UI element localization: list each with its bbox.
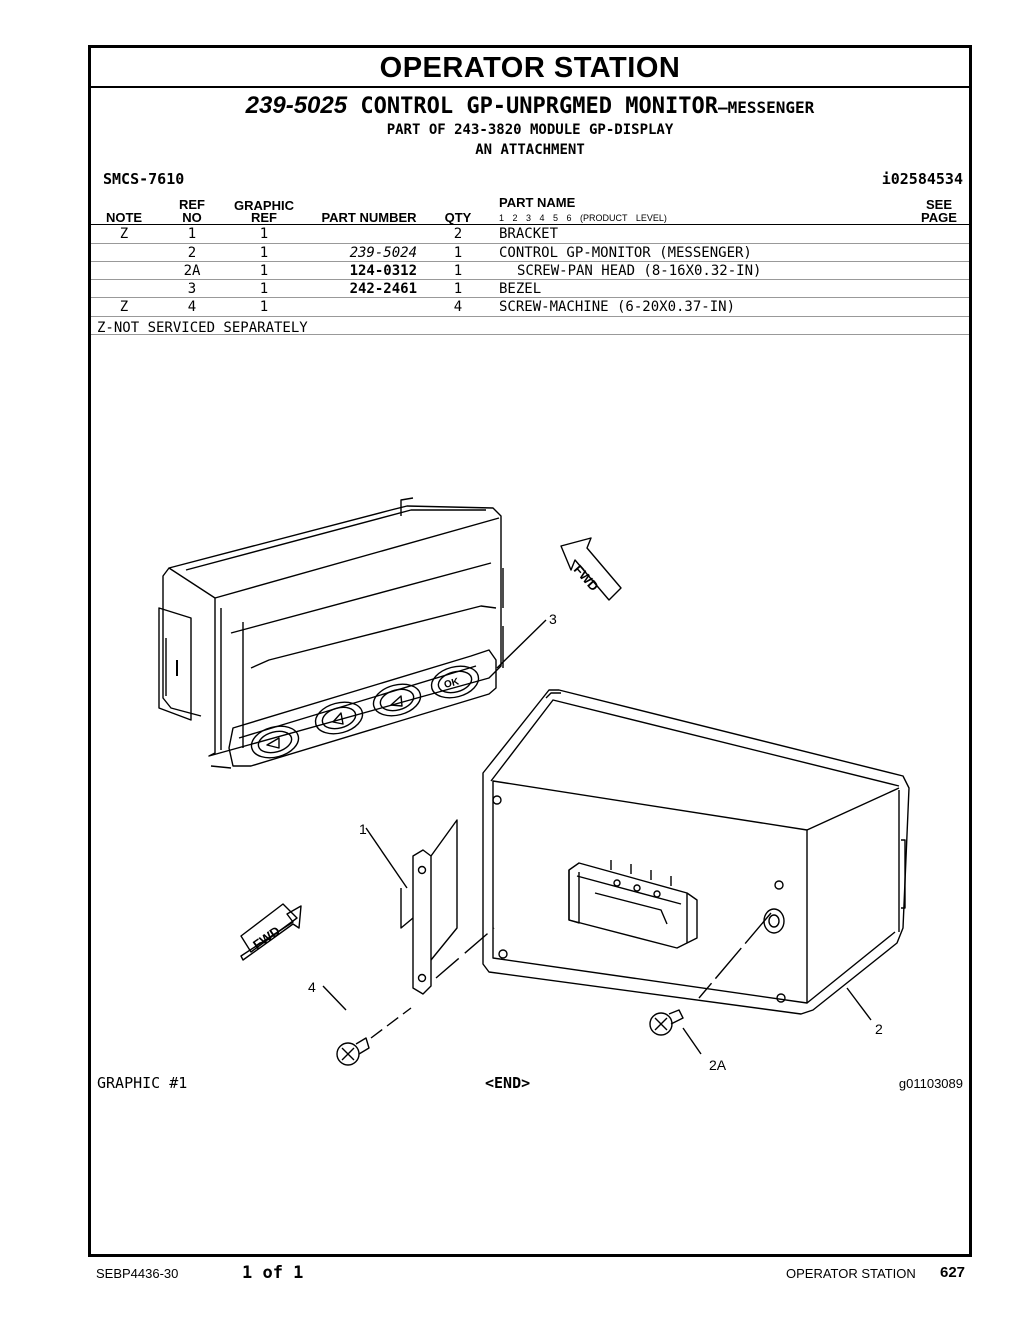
row-part-name: SCREW-PAN HEAD (8-16X0.32-IN): [517, 263, 762, 279]
callout-4: 4: [308, 979, 316, 995]
table-row: 3 1 242-2461 1 BEZEL: [91, 279, 969, 298]
callout-2a: 2A: [709, 1057, 727, 1073]
header-part-number: PART NUMBER: [321, 210, 417, 225]
footer-page-number: 627: [940, 1264, 966, 1281]
part-of-line: PART OF 243-3820 MODULE GP-DISPLAY: [386, 122, 674, 138]
header-see-bottom: PAGE: [921, 210, 957, 225]
group-suffix: —MESSENGER: [717, 98, 815, 117]
fwd-label-top: FWD: [571, 562, 602, 594]
exploded-view-illustration: 3 1 4 2 2A FWD FWD OK: [158, 497, 910, 1073]
header-part-name: PART NAME: [499, 195, 576, 210]
fwd-arrow-left: [240, 903, 302, 961]
row-ref: 3: [187, 281, 197, 297]
callout-2: 2: [875, 1021, 883, 1037]
header-graphic-bottom: REF: [251, 210, 277, 225]
header-see-top: SEE: [925, 197, 952, 212]
page-frame: OPERATOR STATION 239-5025 CONTROL GP-UNP…: [88, 45, 972, 1257]
row-qty: 1: [453, 263, 463, 279]
footer-section: OPERATOR STATION: [786, 1266, 916, 1281]
row-part-name: SCREW-MACHINE (6-20X0.37-IN): [499, 299, 736, 315]
row-part-number[interactable]: 242-2461: [349, 281, 417, 297]
row-graphic: 1: [259, 281, 269, 297]
screw-4: [336, 1037, 370, 1066]
bracket-drawing: [400, 819, 458, 995]
header-qty: QTY: [444, 210, 472, 225]
info-id: i02584534: [881, 170, 963, 188]
header-graphic-top: GRAPHIC: [234, 198, 294, 213]
row-graphic: 1: [259, 263, 269, 279]
row-part-name: BRACKET: [499, 226, 559, 242]
header-note: NOTE: [105, 210, 143, 225]
graphic-label: GRAPHIC #1: [97, 1074, 188, 1092]
footer-doc-number: SEBP4436-30: [96, 1266, 179, 1281]
table-row: 2 1 239-5024 1 CONTROL GP-MONITOR (MESSE…: [91, 243, 969, 262]
row-qty: 4: [453, 299, 463, 315]
callout-1: 1: [359, 821, 367, 837]
footnote: Z-NOT SERVICED SEPARATELY: [97, 320, 308, 336]
table-row: 2A 1 124-0312 1 SCREW-PAN HEAD (8-16X0.3…: [91, 261, 969, 280]
group-title: 239-5025 CONTROL GP-UNPRGMED MONITOR—MES…: [91, 92, 969, 122]
row-ref: 4: [187, 299, 197, 315]
fwd-label-left: FWD: [250, 923, 283, 952]
row-part-name: BEZEL: [499, 281, 542, 297]
ok-button-label: OK: [443, 676, 461, 691]
bezel-drawing: [158, 497, 504, 769]
screw-2a: [649, 1009, 684, 1036]
row-qty: 2: [453, 226, 463, 242]
row-part-name: CONTROL GP-MONITOR (MESSENGER): [499, 245, 752, 261]
row-graphic: 1: [259, 226, 269, 242]
fwd-arrow-top: [560, 537, 622, 601]
row-ref: 1: [187, 226, 197, 242]
product-levels: 1 2 3 4 5 6 (PRODUCT LEVEL): [499, 213, 667, 223]
callout-3: 3: [549, 611, 557, 627]
section-title: OPERATOR STATION: [91, 48, 969, 88]
row-note: Z: [119, 226, 129, 242]
row-graphic: 1: [259, 299, 269, 315]
smcs-code: SMCS-7610: [103, 170, 185, 188]
row-ref: 2A: [183, 263, 201, 279]
row-part-number[interactable]: 124-0312: [349, 263, 417, 279]
row-part-number[interactable]: 239-5024: [349, 245, 417, 261]
table-divider: [91, 334, 969, 336]
header-ref-bottom: NO: [182, 210, 202, 225]
graphic-number: g01103089: [898, 1076, 963, 1091]
group-part-number[interactable]: 239-5025: [245, 92, 348, 119]
group-name: CONTROL GP-UNPRGMED MONITOR: [360, 94, 718, 119]
table-row: Z 1 1 2 BRACKET: [91, 224, 969, 243]
row-ref: 2: [187, 245, 197, 261]
row-graphic: 1: [259, 245, 269, 261]
footer-page-of: 1 of 1: [242, 1263, 304, 1283]
bezel-buttons: [250, 665, 480, 759]
attachment-line: AN ATTACHMENT: [475, 142, 585, 158]
end-marker: <END>: [485, 1074, 531, 1092]
table-row: Z 4 1 4 SCREW-MACHINE (6-20X0.37-IN): [91, 297, 969, 316]
row-qty: 1: [453, 245, 463, 261]
row-qty: 1: [453, 281, 463, 297]
table-divider: [91, 316, 969, 318]
monitor-drawing: [482, 689, 910, 1015]
row-note: Z: [119, 299, 129, 315]
header-ref-top: REF: [179, 197, 205, 212]
